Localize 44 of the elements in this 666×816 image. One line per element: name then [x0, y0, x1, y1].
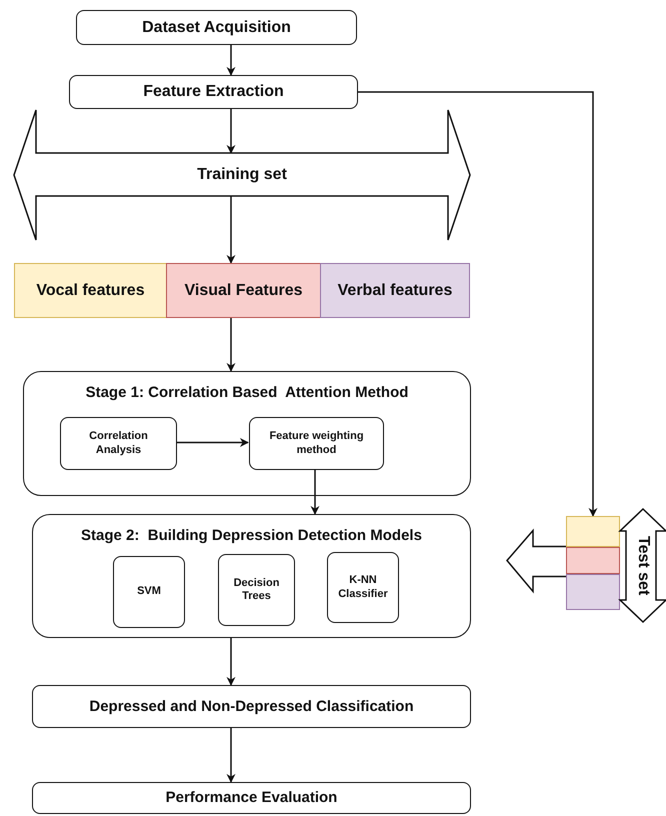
arrow: [226, 318, 236, 372]
arrow: [358, 91, 598, 517]
node-label: Decision Trees: [232, 576, 280, 604]
node-label: Depressed and Non-Depressed Classification: [89, 698, 414, 716]
node-label: Performance Evaluation: [166, 789, 338, 807]
stage-panel: [32, 514, 471, 638]
process-box: [69, 75, 358, 109]
arrow: [310, 469, 320, 515]
panel-heading: Stage 2: Building Depression Detection Models: [81, 527, 422, 545]
node-label: Dataset Acquisition: [142, 18, 291, 38]
process-box: [76, 10, 357, 45]
node-label: Visual Features: [184, 280, 302, 300]
feature-box: [166, 263, 321, 318]
double-arrow-band: [620, 509, 666, 622]
arrow: [226, 196, 236, 264]
process-box: [32, 782, 471, 814]
color-block: [566, 547, 620, 574]
stage-panel: [23, 371, 471, 496]
node-label: Vocal features: [36, 280, 145, 300]
process-box: [249, 417, 384, 470]
color-block: [566, 516, 620, 547]
node-label: Correlation Analysis: [88, 430, 149, 457]
process-box: [32, 685, 471, 728]
process-box: [218, 554, 295, 626]
panel-heading: Stage 1: Correlation Based Attention Method: [86, 384, 408, 402]
process-box: [327, 552, 399, 623]
arrow: [176, 438, 249, 447]
node-label: K-NN Classifier: [337, 574, 389, 601]
feature-box: [14, 263, 167, 318]
arrow: [226, 109, 236, 154]
node-label: Feature weighting method: [268, 430, 365, 457]
node-label: Feature Extraction: [143, 82, 284, 102]
double-arrow-band: [14, 110, 470, 240]
process-box: [60, 417, 177, 470]
arrow: [226, 638, 236, 686]
arrow: [226, 45, 236, 76]
block-arrow: [506, 528, 567, 594]
node-label: Verbal features: [338, 280, 452, 300]
feature-box: [320, 263, 470, 318]
node-label: Training set: [197, 165, 287, 185]
process-box: [113, 556, 185, 628]
color-block: [566, 574, 620, 610]
arrow: [226, 728, 236, 783]
node-label: SVM: [137, 585, 161, 599]
